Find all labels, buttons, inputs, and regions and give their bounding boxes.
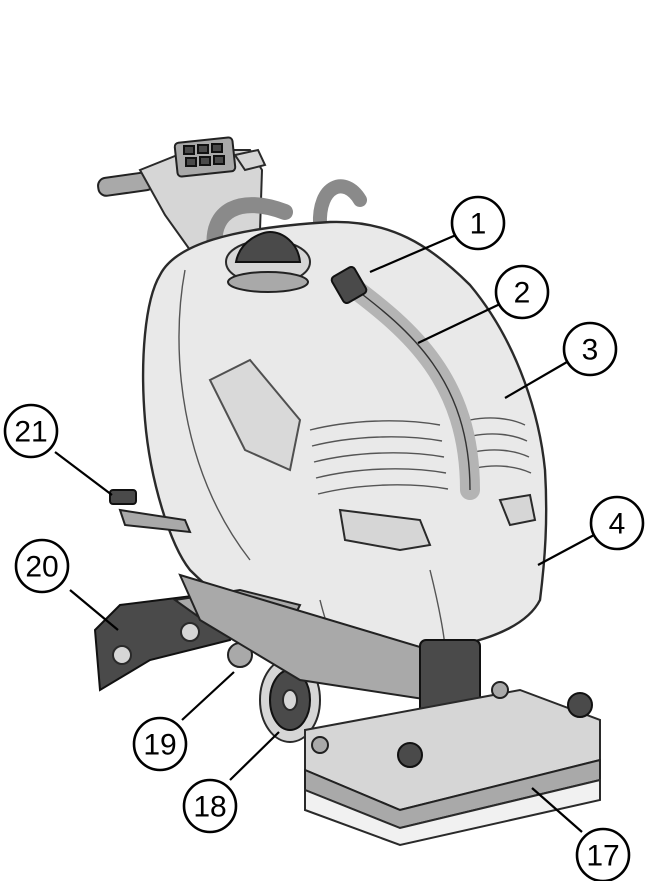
svg-text:1: 1 [470,208,487,241]
leader-1 [369,233,457,274]
callouts: 1 2 3 4 17 18 19 20 [3,195,645,881]
callout-19: 19 [132,716,188,772]
callout-18: 18 [182,778,238,834]
callout-3: 3 [562,321,618,377]
fill-cap [225,230,311,293]
brush-deck [304,681,601,847]
svg-text:2: 2 [514,277,531,310]
leader-3 [504,361,568,399]
callout-17: 17 [575,827,631,881]
callout-2: 2 [494,264,550,320]
svg-text:19: 19 [143,729,176,762]
leader-19 [181,671,235,721]
leader-20 [69,589,119,631]
callout-20: 20 [14,538,70,594]
leader-2 [417,303,501,344]
leader-17 [531,787,583,833]
grille [309,417,532,495]
callout-leaders [54,233,595,833]
leader-21 [54,451,113,496]
callout-1: 1 [450,195,506,251]
leader-4 [537,534,595,566]
svg-text:18: 18 [193,791,226,824]
svg-text:4: 4 [609,508,626,541]
callout-4: 4 [589,495,645,551]
handle-bar [97,136,267,262]
svg-text:17: 17 [586,840,619,873]
recovery-hose [330,265,480,500]
top-tubes [206,179,367,258]
svg-text:21: 21 [14,416,47,449]
svg-text:20: 20 [25,551,58,584]
leader-18 [229,731,280,781]
svg-text:3: 3 [582,334,599,367]
callout-21: 21 [3,403,59,459]
